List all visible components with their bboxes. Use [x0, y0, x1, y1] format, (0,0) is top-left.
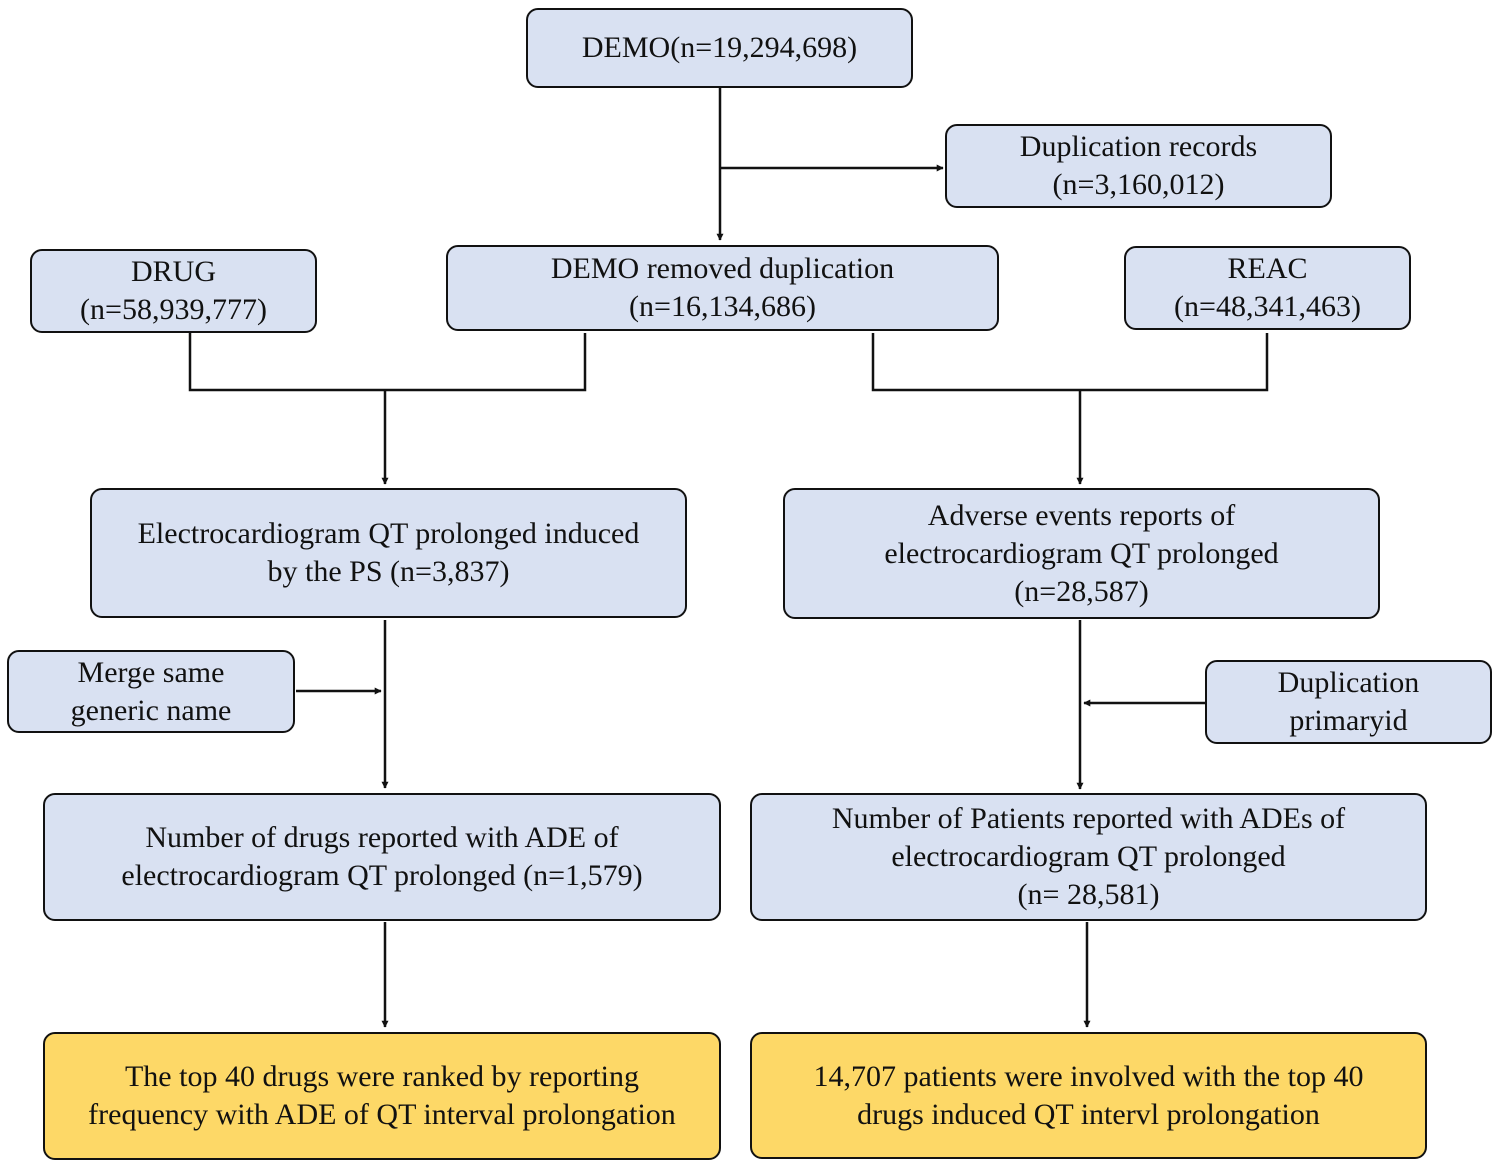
duplication-primaryid-line-2: primaryid	[1289, 704, 1408, 737]
patients-top40-line-2: drugs induced QT intervl prolongation	[857, 1097, 1320, 1131]
duplication-records-line-1: Duplication records	[1019, 130, 1258, 163]
ecg-ps-box: Electrocardiogram QT prolonged induced b…	[90, 488, 687, 618]
num-patients-line-3: (n= 28,581)	[1017, 878, 1160, 911]
reac-box: REAC (n=48,341,463)	[1124, 246, 1411, 330]
patients-top40-line-1: 14,707 patients were involved with the t…	[813, 1059, 1364, 1093]
num-patients-box: Number of Patients reported with ADEs of…	[750, 793, 1427, 921]
num-drugs-box: Number of drugs reported with ADE of ele…	[43, 793, 721, 921]
merge-line-2: generic name	[70, 693, 232, 727]
patients-top40-box: 14,707 patients were involved with the t…	[750, 1032, 1427, 1159]
merge-box: Merge same generic name	[7, 650, 295, 733]
ae-reports-line-3: (n=28,587)	[1014, 574, 1149, 608]
ae-reports-line-1: Adverse events reports of	[927, 498, 1236, 532]
demo-line-1: DEMO(n=19,294,698)	[581, 31, 858, 64]
ae-reports-box: Adverse events reports of electrocardiog…	[783, 488, 1380, 619]
duplication-records-line-2: (n=3,160,012)	[1052, 168, 1225, 201]
merge-line-1: Merge same	[77, 655, 225, 689]
top40-drugs-line-2: frequency with ADE of QT interval prolon…	[88, 1098, 676, 1131]
ecg-ps-line-1: Electrocardiogram QT prolonged induced	[137, 517, 640, 550]
top40-drugs-line-1: The top 40 drugs were ranked by reportin…	[124, 1060, 639, 1093]
ae-reports-line-2: electrocardiogram QT prolonged	[884, 536, 1279, 570]
duplication-records-box: Duplication records (n=3,160,012)	[945, 124, 1332, 208]
ecg-ps-line-2: by the PS (n=3,837)	[267, 555, 510, 588]
num-patients-line-2: electrocardiogram QT prolonged	[891, 840, 1286, 873]
bracket-demo-reac	[871, 333, 1269, 392]
num-drugs-line-1: Number of drugs reported with ADE of	[145, 821, 619, 854]
bracket-drug-demo	[188, 333, 587, 392]
duplication-primaryid-line-1: Duplication	[1277, 666, 1420, 699]
demo-box: DEMO(n=19,294,698)	[526, 8, 913, 88]
drug-box: DRUG (n=58,939,777)	[30, 249, 317, 333]
reac-line-1: REAC	[1227, 252, 1308, 285]
demo-removed-box: DEMO removed duplication (n=16,134,686)	[446, 245, 999, 331]
duplication-primaryid-box: Duplication primaryid	[1205, 660, 1492, 744]
num-drugs-line-2: electrocardiogram QT prolonged (n=1,579)	[121, 859, 643, 892]
top40-drugs-box: The top 40 drugs were ranked by reportin…	[43, 1032, 721, 1160]
drug-line-1: DRUG	[130, 255, 216, 288]
num-patients-line-1: Number of Patients reported with ADEs of	[831, 802, 1346, 835]
drug-line-2: (n=58,939,777)	[80, 293, 267, 326]
demo-removed-line-2: (n=16,134,686)	[629, 290, 816, 323]
reac-line-2: (n=48,341,463)	[1174, 290, 1361, 323]
demo-removed-line-1: DEMO removed duplication	[550, 252, 895, 285]
